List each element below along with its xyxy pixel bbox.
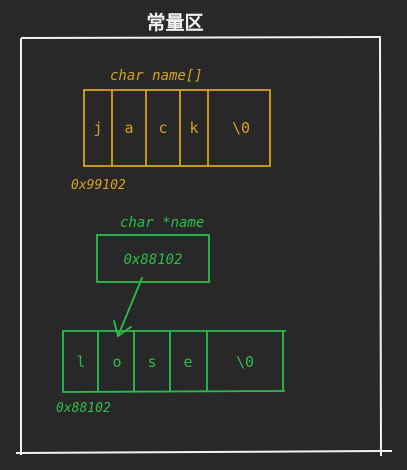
string-cell-3: e: [183, 353, 192, 371]
string-cell-0: l: [76, 353, 85, 371]
array-cell-4: \0: [232, 119, 250, 137]
array-cell-2: c: [158, 119, 167, 137]
char-array-cells: j a c k \0: [93, 119, 250, 137]
string-cell-4: \0: [236, 353, 254, 371]
array-cell-1: a: [124, 119, 133, 137]
char-array-address: 0x99102: [71, 178, 126, 193]
pointer-label: char *name: [120, 215, 204, 231]
pointer-box: [96, 234, 210, 283]
pointer-arrow: [113, 277, 143, 337]
string-box: [61, 330, 286, 393]
region-frame: [15, 36, 393, 457]
char-array-box: [83, 89, 271, 167]
array-cell-3: k: [189, 119, 198, 137]
char-array-label: char name[]: [110, 68, 203, 84]
array-cell-0: j: [93, 119, 102, 137]
string-address: 0x88102: [56, 401, 111, 416]
string-cells: l o s e \0: [76, 353, 254, 371]
string-cell-2: s: [147, 353, 156, 371]
pointer-value: 0x88102: [123, 252, 182, 268]
string-cell-1: o: [112, 353, 121, 371]
region-title: 常量区: [146, 11, 203, 34]
